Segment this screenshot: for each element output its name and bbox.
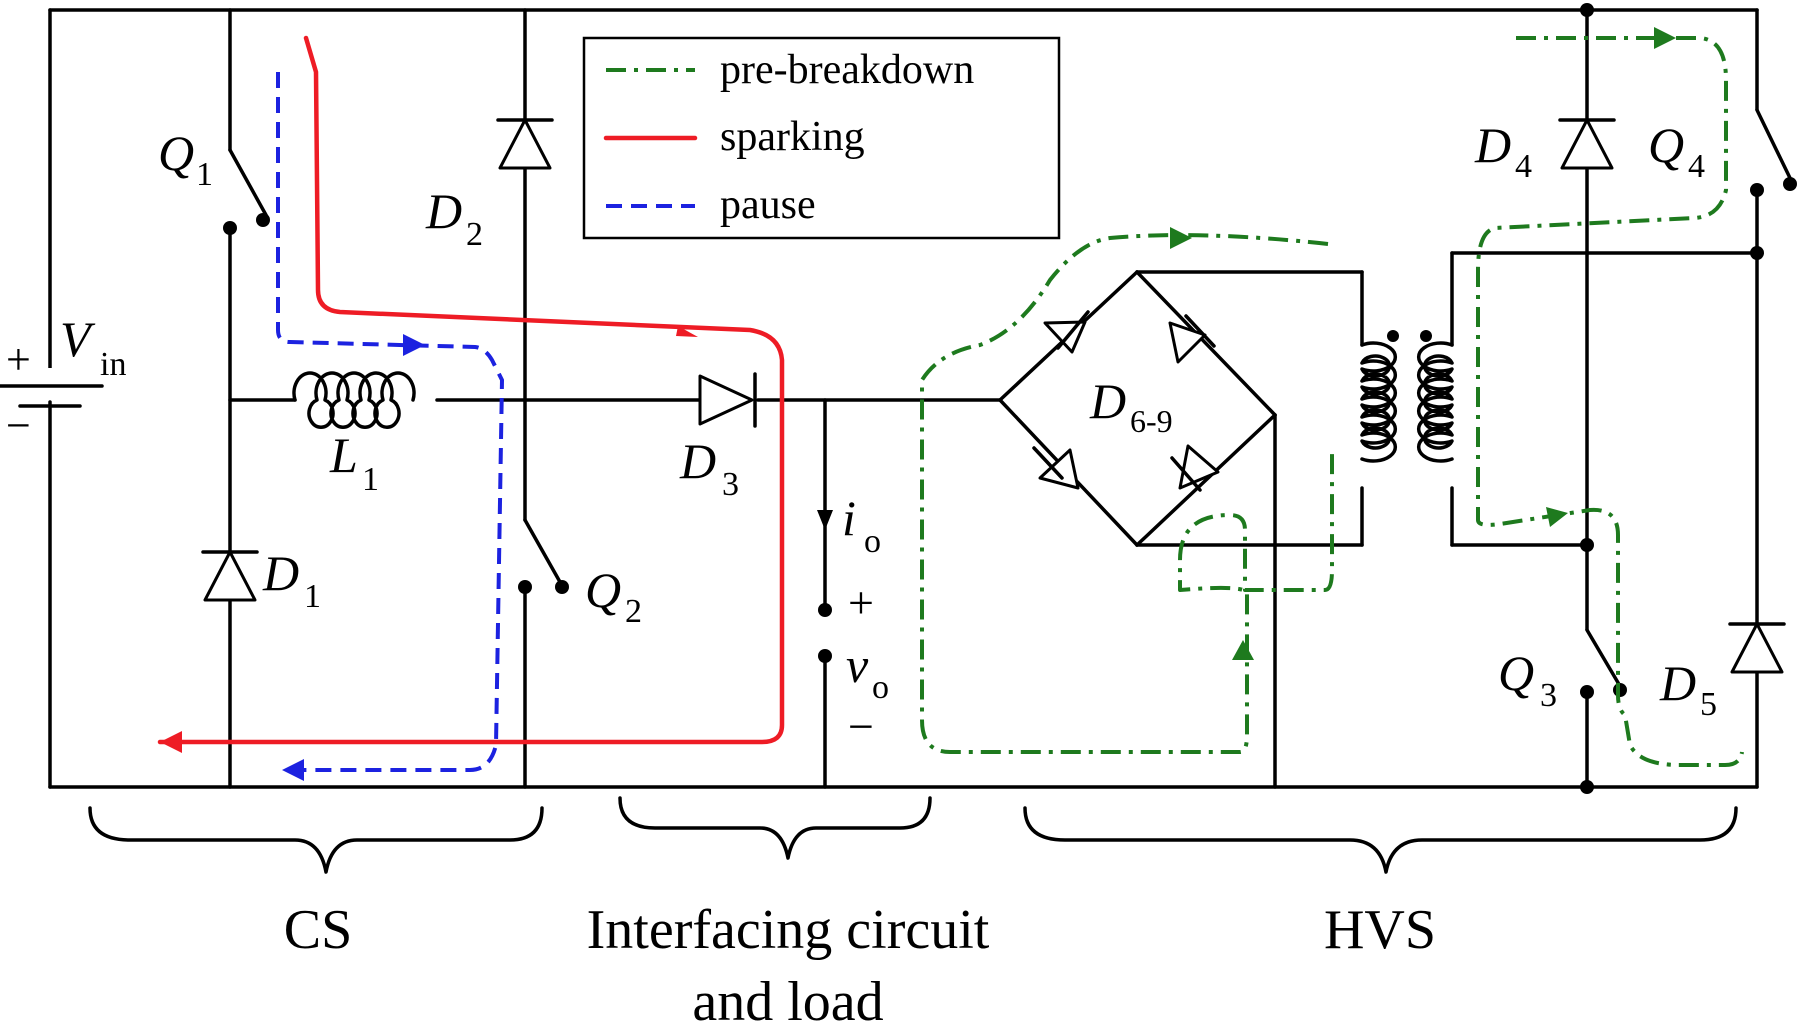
q4-subscript: 4 <box>1688 148 1705 185</box>
pre-breakdown-path <box>920 233 1334 754</box>
d1-label: D <box>262 545 299 601</box>
d2-label: D <box>425 183 462 239</box>
l1-label: L <box>329 427 358 483</box>
section-braces <box>88 796 1738 874</box>
d1-subscript: 1 <box>304 578 321 615</box>
section-interfacing-line2: and load <box>692 971 883 1033</box>
l1-subscript: 1 <box>362 461 379 498</box>
legend-pre-breakdown: pre-breakdown <box>720 47 974 93</box>
vo-plus: + <box>848 577 874 628</box>
diode-d2: D 2 <box>425 118 554 253</box>
diode-d5: D 5 <box>1659 622 1786 723</box>
q2-label: Q <box>585 562 621 618</box>
d69-subscript: 6-9 <box>1130 403 1173 439</box>
d4-subscript: 4 <box>1515 148 1532 185</box>
diode-d1: D 1 <box>201 545 321 615</box>
wiring <box>48 8 1759 789</box>
section-hvs: HVS <box>1324 899 1436 961</box>
output-terminals: i o + v o − <box>817 490 889 752</box>
d3-label: D <box>679 433 716 489</box>
vin-plus: + <box>6 335 31 384</box>
switch-q1: Q 1 <box>158 125 270 235</box>
q3-label: Q <box>1498 645 1534 701</box>
switch-q4: Q 4 <box>1648 108 1797 260</box>
q2-subscript: 2 <box>625 593 642 630</box>
diode-d4: D 4 <box>1474 3 1616 185</box>
d2-subscript: 2 <box>466 216 483 253</box>
vin-minus: − <box>6 401 31 450</box>
d4-label: D <box>1474 117 1511 173</box>
legend-pause: pause <box>720 182 816 228</box>
vo-subscript: o <box>872 669 889 706</box>
io-subscript: o <box>864 523 881 560</box>
d69-label: D <box>1089 373 1126 429</box>
d3-subscript: 3 <box>722 466 739 503</box>
q3-subscript: 3 <box>1540 677 1557 714</box>
q4-label: Q <box>1648 117 1684 173</box>
vin-label: V <box>60 311 96 367</box>
bridge-rectifier-d6-9: D 6-9 <box>1032 310 1220 492</box>
vo-minus: − <box>848 701 874 752</box>
switch-q3: Q 3 <box>1498 538 1627 794</box>
brace-cs <box>88 806 544 874</box>
d5-label: D <box>1659 655 1696 711</box>
legend: pre-breakdown sparking pause <box>582 36 1061 240</box>
vo-label: v <box>846 637 869 693</box>
section-labels: CS Interfacing circuit and load HVS <box>284 899 1436 1033</box>
diode-d3: D 3 <box>679 372 757 503</box>
sparking-path <box>157 35 785 745</box>
section-interfacing-line1: Interfacing circuit <box>587 899 990 961</box>
switch-q2: Q 2 <box>518 518 642 630</box>
pre-breakdown-path-hvs <box>1476 36 1744 767</box>
inductor-l1: L 1 <box>292 371 416 498</box>
section-cs: CS <box>284 899 353 961</box>
brace-interfacing <box>618 796 932 860</box>
brace-hvs <box>1023 806 1738 874</box>
transformer <box>1360 330 1454 463</box>
legend-sparking: sparking <box>720 114 865 160</box>
d5-subscript: 5 <box>1700 686 1717 723</box>
q1-subscript: 1 <box>196 156 213 193</box>
q1-label: Q <box>158 125 194 181</box>
vin-subscript: in <box>100 346 126 383</box>
battery-vin: + − V in <box>0 311 126 450</box>
io-label: i <box>842 490 856 546</box>
